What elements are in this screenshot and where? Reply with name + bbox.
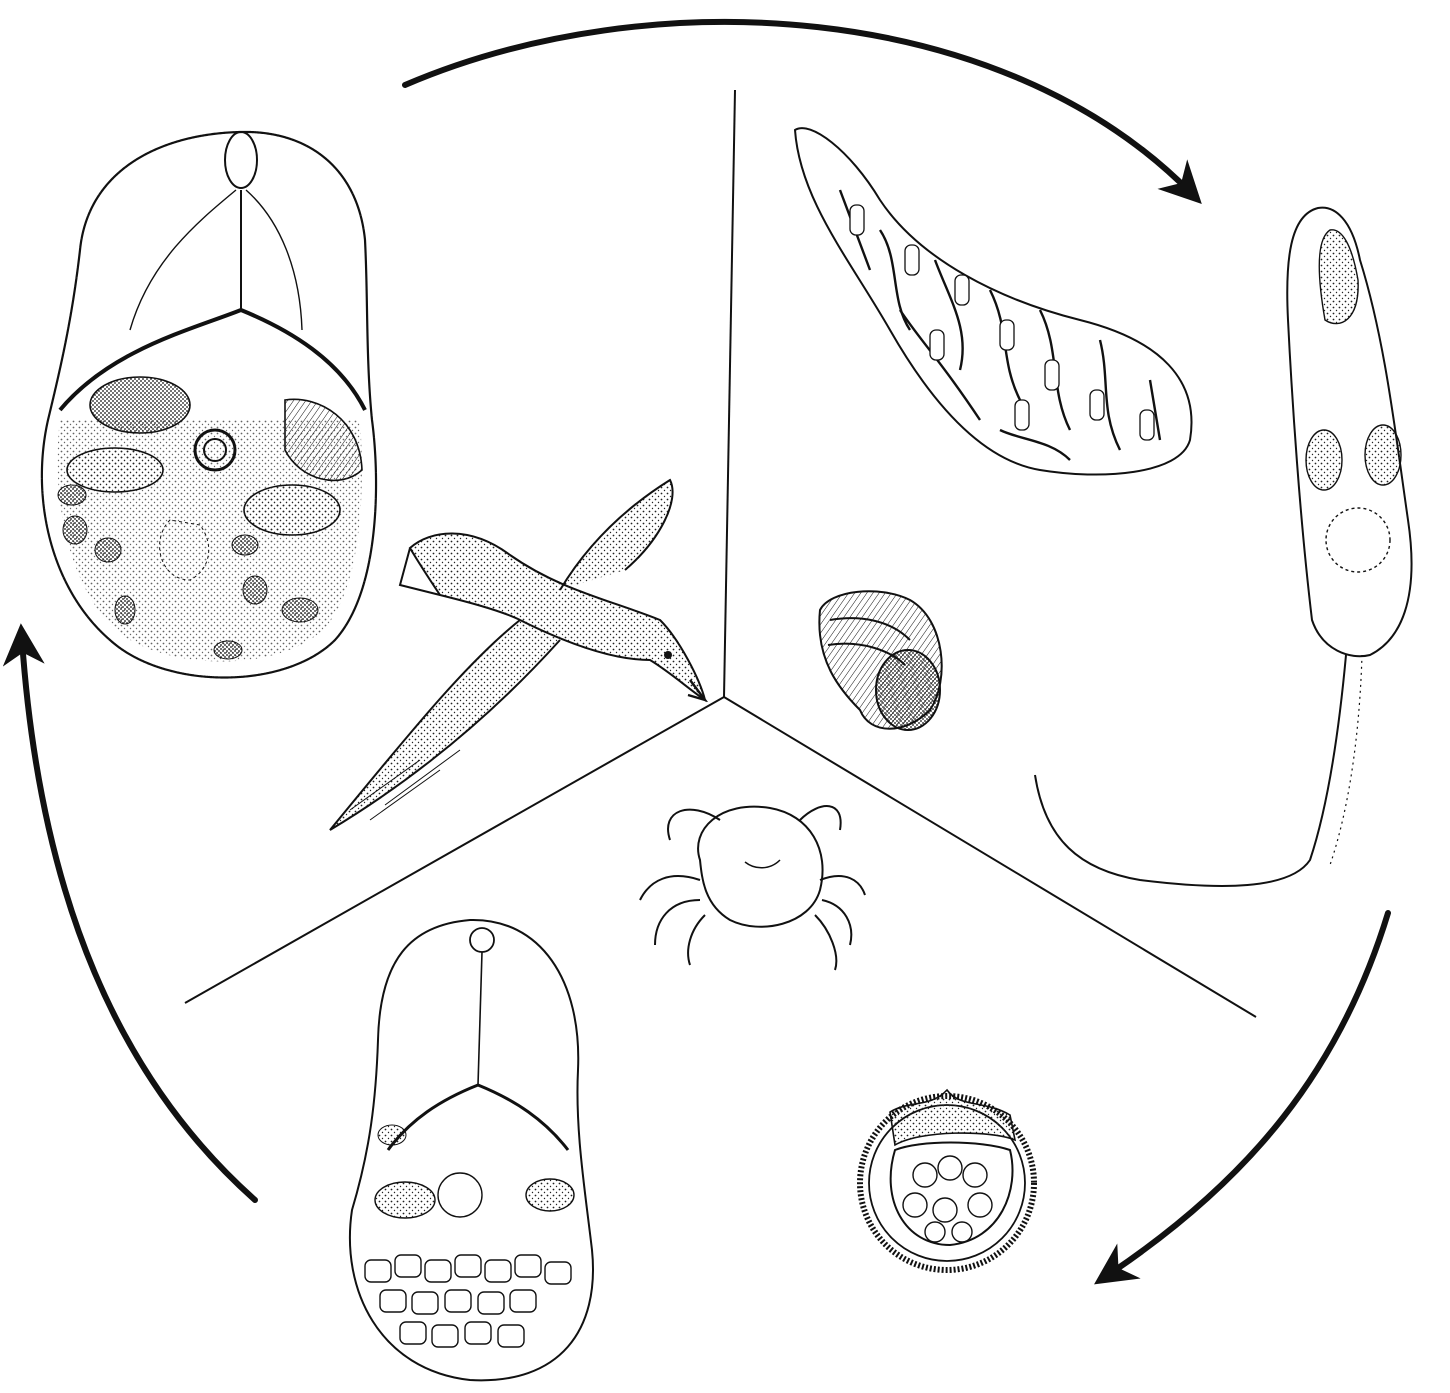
arrow-top: [405, 22, 1190, 192]
adult-fluke-illustration: [42, 132, 376, 678]
divider-right: [724, 697, 1256, 1017]
divider-top: [724, 90, 735, 697]
metacercaria-illustration: [350, 920, 593, 1380]
crab-host-illustration: [640, 806, 865, 970]
sporocyst-illustration: [795, 128, 1192, 474]
arrow-left: [22, 640, 255, 1200]
arrow-bottom-right: [1108, 913, 1388, 1275]
egg-miracidium-illustration: [860, 1090, 1034, 1270]
gull-host-illustration: [330, 480, 705, 830]
snail-host-illustration: [819, 591, 941, 730]
cercaria-illustration: [1035, 208, 1412, 886]
